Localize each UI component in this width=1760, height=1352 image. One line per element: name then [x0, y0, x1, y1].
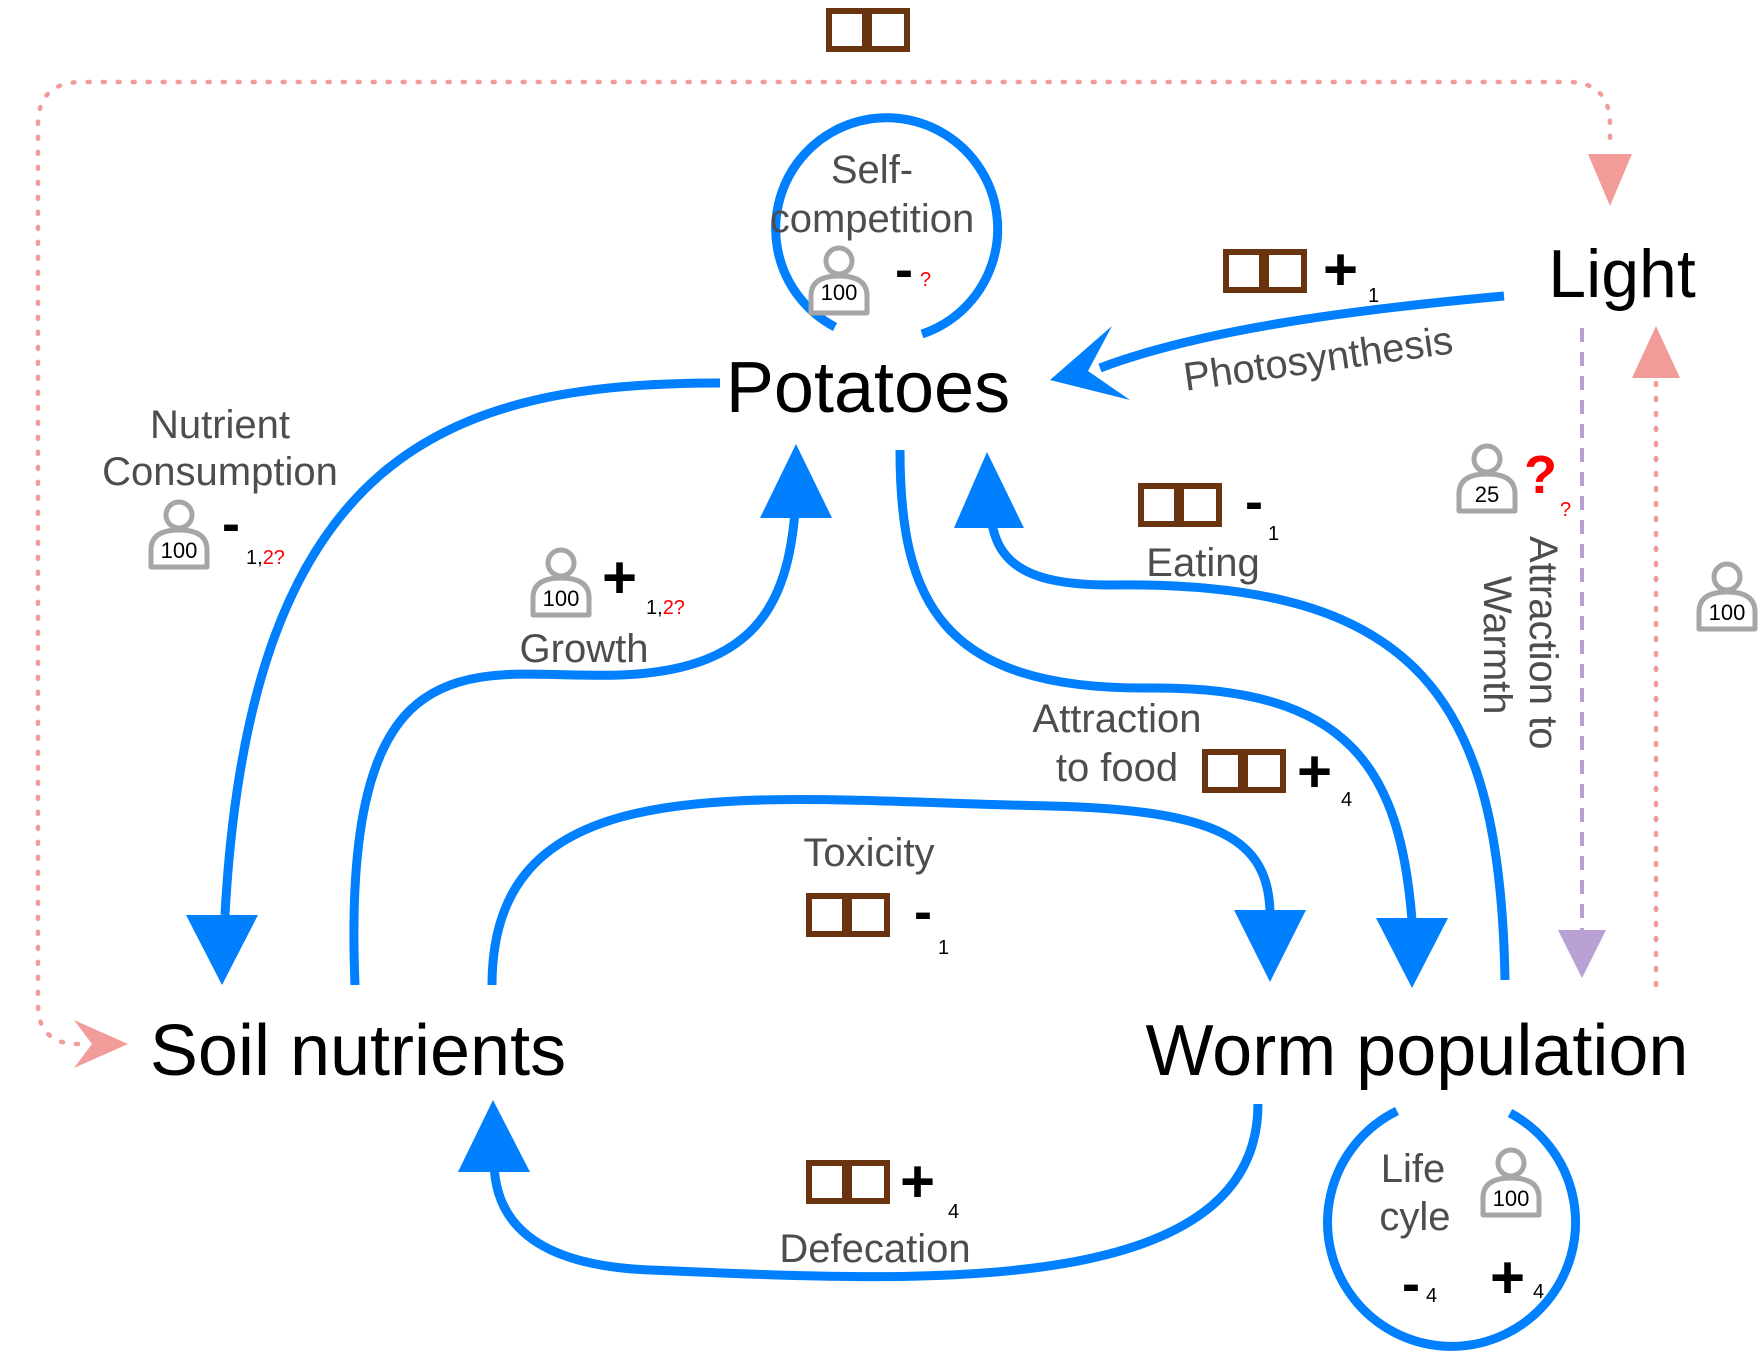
arrowhead-worm-toxicity [1234, 910, 1306, 982]
book-icon [809, 896, 887, 934]
attraction-warmth-participants: 25 [1475, 482, 1499, 507]
arrow-attraction-food [895, 449, 1417, 921]
attraction-food-sign: + [1297, 738, 1332, 805]
nutrient-consumption-participants: 100 [161, 538, 198, 563]
nutrient-consumption-sign: - [222, 494, 240, 554]
life-cycle-participants: 100 [1493, 1186, 1530, 1211]
book-icon [809, 1163, 887, 1201]
dotted-soil-light-link [35, 79, 1632, 1068]
life-cycle-label-1: Life [1381, 1147, 1446, 1191]
life-cycle-sources-neg: 4 [1426, 1285, 1437, 1307]
growth-sources: 1,2? [646, 597, 685, 619]
eating-label: Eating [1146, 541, 1259, 585]
toxicity-sign: - [914, 882, 932, 942]
life-cycle-sign-neg: - [1402, 1254, 1420, 1314]
book-icon [1141, 486, 1219, 524]
attraction-warmth-sources: ? [1560, 499, 1571, 521]
dotted-arrowhead-light-bottom [1632, 326, 1680, 378]
node-worm-population: Worm population [1146, 1011, 1689, 1091]
arrow-nutrient-consumption [220, 378, 721, 916]
book-icon [1205, 752, 1283, 790]
growth-sign: + [602, 544, 637, 611]
arrow-toxicity [487, 795, 1275, 986]
life-cycle-label-2: cyle [1379, 1195, 1450, 1239]
arrow-life-cycle-loop [1323, 1106, 1580, 1351]
eating-sign: - [1245, 472, 1263, 532]
self-competition-sources: ? [920, 269, 931, 291]
nutrient-consumption-label-2: Consumption [102, 450, 338, 494]
book-icon [1226, 252, 1304, 290]
life-cycle-sign-pos: + [1490, 1244, 1525, 1311]
nutrient-consumption-sources: 1,2? [246, 547, 285, 569]
defecation-sources: 4 [948, 1201, 959, 1223]
node-soil-nutrients: Soil nutrients [150, 1011, 566, 1091]
self-competition-sign: - [895, 240, 913, 300]
light-warmth-participants: 100 [1709, 600, 1746, 625]
dashed-arrowhead-worm [1558, 930, 1606, 978]
eating-sources: 1 [1268, 523, 1279, 545]
arrow-growth [349, 497, 801, 986]
arrow-self-competition-loop [771, 113, 1003, 339]
arrowhead-soil-defecation [458, 1100, 530, 1172]
dashed-light-worm-link [1558, 328, 1606, 978]
attraction-warmth-sign: ? [1524, 445, 1557, 505]
nutrient-consumption-label-1: Nutrient [150, 403, 290, 447]
arrow-photosynthesis [1098, 291, 1505, 373]
dotted-arrowhead-light-top [1588, 154, 1632, 206]
defecation-sign: + [900, 1148, 935, 1215]
growth-participants: 100 [543, 586, 580, 611]
dotted-arrowhead-soil [74, 1020, 128, 1068]
arrowhead-potatoes-photosynthesis [1050, 326, 1130, 400]
dotted-worm-light-link [1632, 326, 1680, 988]
node-potatoes: Potatoes [726, 348, 1010, 428]
arrowhead-soil-consumption [186, 915, 258, 985]
self-competition-participants: 100 [821, 280, 858, 305]
arrowhead-potatoes-growth [760, 444, 832, 518]
toxicity-label: Toxicity [803, 831, 934, 875]
defecation-label: Defecation [779, 1227, 970, 1271]
attraction-food-label-2: to food [1056, 746, 1178, 790]
photosynthesis-sources: 1 [1368, 285, 1379, 307]
photosynthesis-sign: + [1323, 236, 1358, 303]
arrowhead-potatoes-eating [954, 452, 1024, 528]
arrow-eating [985, 499, 1510, 981]
life-cycle-sources-pos: 4 [1533, 1281, 1544, 1303]
book-icon [829, 11, 907, 49]
self-competition-label-2: competition [770, 197, 975, 241]
growth-label: Growth [520, 627, 649, 671]
self-competition-label-1: Self- [831, 148, 913, 192]
attraction-warmth-label-1: Attraction to [1521, 536, 1565, 749]
attraction-food-label-1: Attraction [1033, 697, 1202, 741]
toxicity-sources: 1 [938, 937, 949, 959]
arrowhead-worm-food [1376, 918, 1448, 988]
node-light: Light [1548, 236, 1696, 312]
attraction-food-sources: 4 [1341, 789, 1352, 811]
attraction-warmth-label-2: Warmth [1475, 576, 1519, 715]
arrow-defecation [489, 1103, 1263, 1282]
